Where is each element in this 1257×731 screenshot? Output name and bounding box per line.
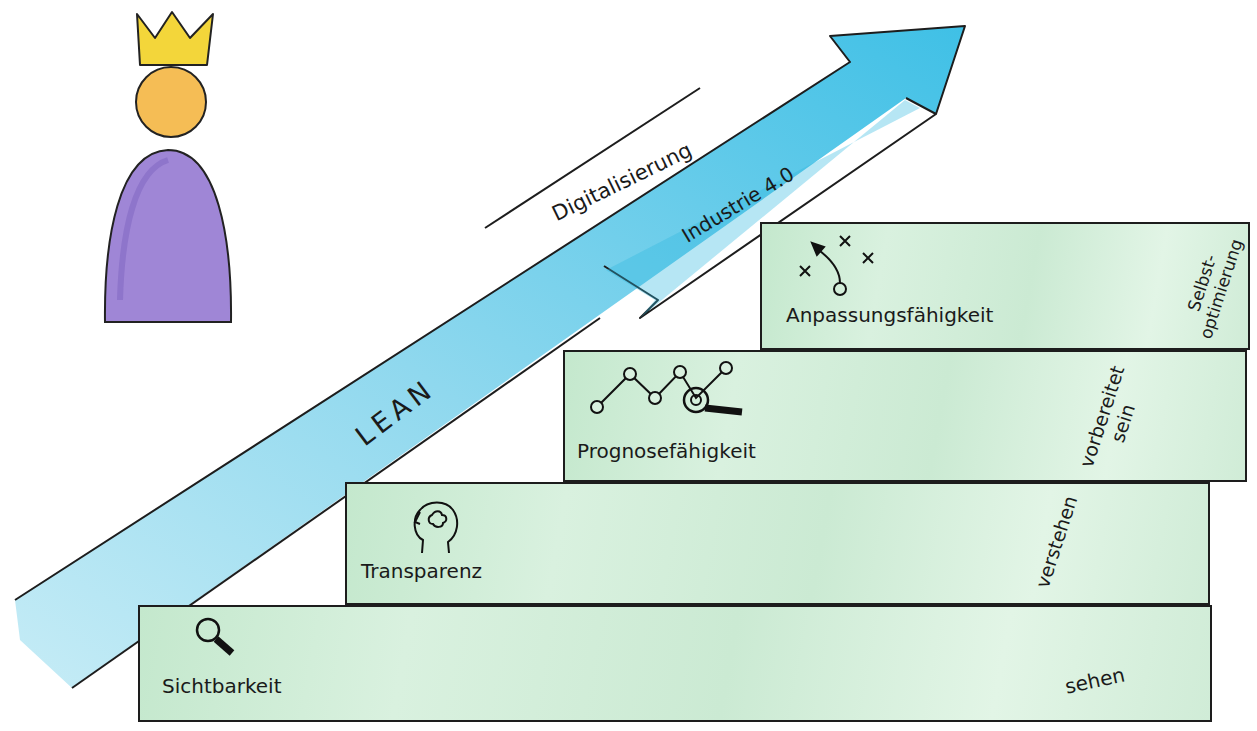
step-title: Sichtbarkeit	[162, 675, 282, 698]
trend-icon	[591, 362, 742, 413]
play-icon	[800, 236, 873, 295]
step-title: Anpassungsfähigkeit	[786, 304, 993, 327]
step-verb: Selbst- optimierung	[1176, 227, 1248, 346]
stair-step: Anpassungsfähigkeit Selbst- optimierung	[760, 222, 1250, 350]
stair-step: Transparenz verstehen	[345, 482, 1210, 605]
king-figure	[105, 12, 231, 322]
stair-step: Sichtbarkeit sehen	[138, 605, 1212, 722]
step-verb: vorbereitet sein	[1074, 356, 1153, 484]
step-title: Prognosefähigkeit	[577, 440, 756, 463]
step-verb: verstehen	[1032, 493, 1082, 591]
magnifier-icon	[197, 619, 232, 653]
head-icon	[415, 503, 457, 554]
stair-step: Prognosefähigkeit vorbereitet sein	[563, 350, 1247, 482]
step-title: Transparenz	[361, 560, 482, 583]
step-verb: sehen	[1063, 663, 1127, 698]
